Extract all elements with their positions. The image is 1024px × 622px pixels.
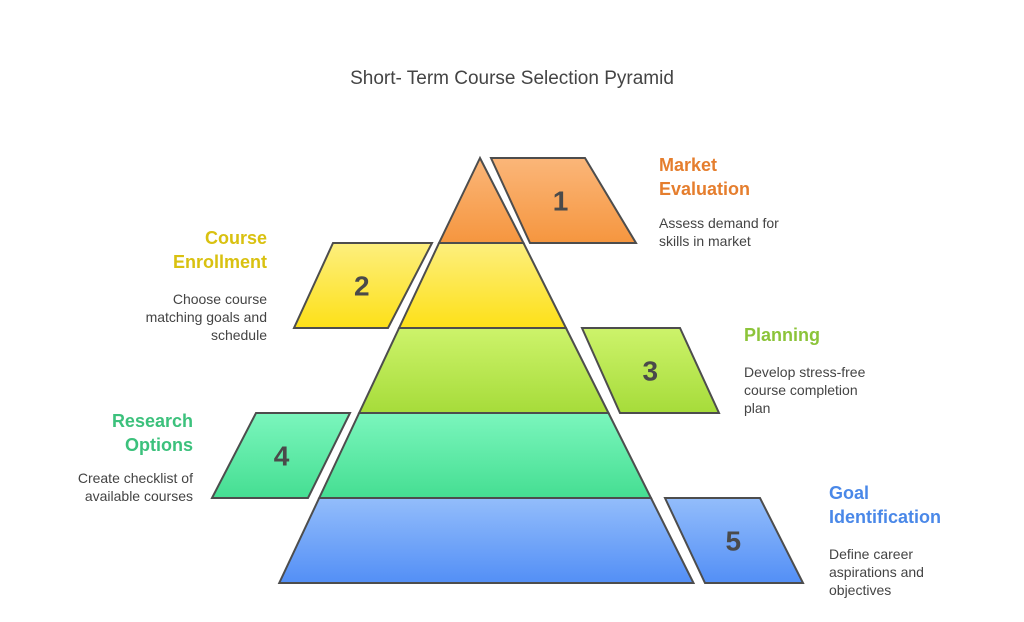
level-2-number: 2	[354, 271, 370, 302]
number-tab-1	[489, 157, 638, 244]
level-5-number: 5	[725, 526, 741, 557]
level-3-number: 3	[642, 356, 658, 387]
number-tab-3	[580, 327, 721, 414]
pyramid-layer-5	[277, 497, 696, 584]
number-tab-4	[210, 412, 352, 499]
number-tab-5	[663, 497, 805, 584]
diagram-title: Short- Term Course Selection Pyramid	[350, 68, 674, 89]
number-tab-2	[292, 242, 434, 329]
level-3-heading: Planning	[744, 325, 820, 345]
level-4-number: 4	[274, 441, 290, 472]
pyramid-layer-3	[357, 327, 611, 414]
level-1-number: 1	[553, 186, 569, 217]
pyramid-layer-4	[317, 412, 653, 499]
